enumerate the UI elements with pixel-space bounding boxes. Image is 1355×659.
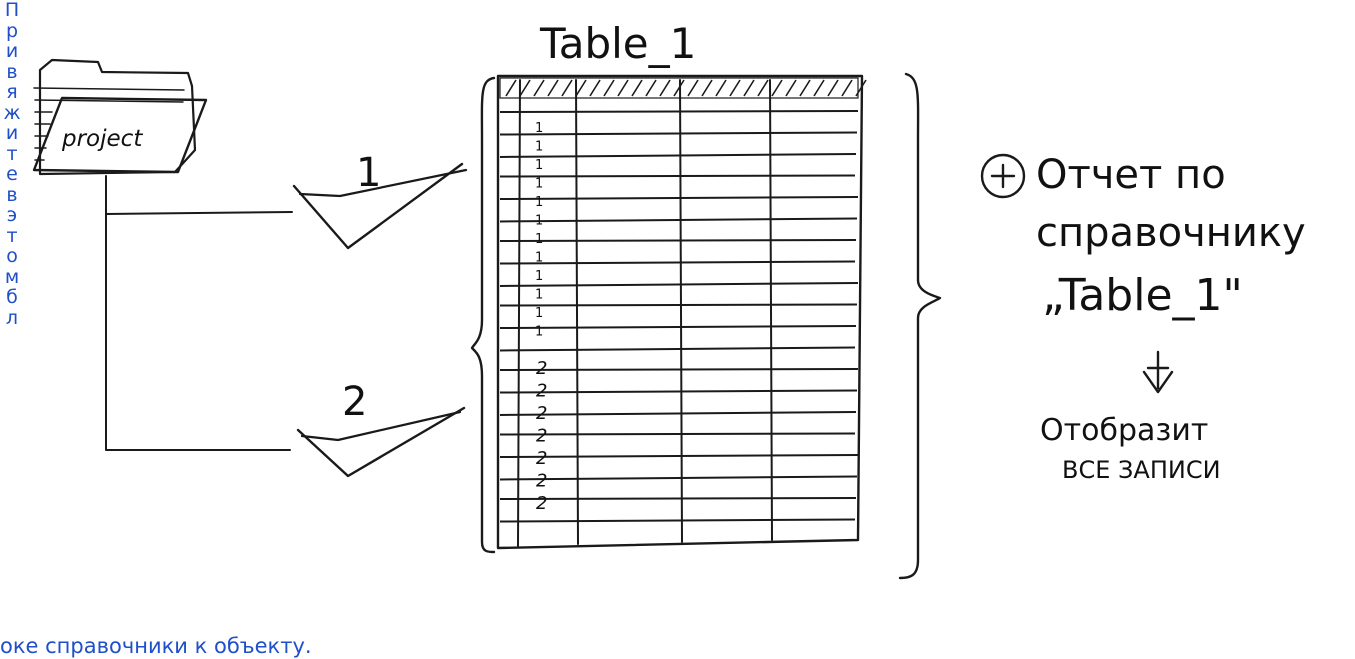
hatch-stroke [814,80,824,96]
row-mark-1: 1 [535,140,543,155]
row-mark-2: 2 [536,358,547,379]
hatch-stroke [758,80,768,96]
table-row-line [500,305,857,306]
row-mark-1: 1 [535,325,543,340]
result-line: ВСЕ ЗАПИСИ [1062,456,1221,484]
table-row-line [500,219,857,222]
hatch-stroke [744,80,754,96]
arrow-2: 2 [298,379,464,476]
table-header-hatch [506,80,866,96]
row-mark-2: 2 [536,448,547,469]
folder-label: project [61,126,143,152]
hatch-stroke [632,80,642,96]
row-mark-1: 1 [535,177,543,192]
left-group-brace [472,78,494,552]
row-mark-2: 2 [536,403,547,424]
hatch-stroke [688,80,698,96]
table-row-line [500,391,857,393]
table-row-line [500,133,857,135]
arrow-2-label: 2 [342,379,367,425]
hatch-stroke [576,80,586,96]
table-row-line [500,240,856,241]
row-mark-1: 1 [535,121,543,136]
hatch-stroke [506,80,516,96]
row-mark-2: 2 [536,471,547,492]
hatch-stroke [702,80,712,96]
table-row-line [500,412,856,415]
row-mark-1: 1 [535,214,543,229]
table-row-line [500,434,855,435]
note-line: Отчет по [1036,152,1226,198]
table-row-line [500,283,858,286]
row-mark-1: 1 [535,288,543,303]
folder-vertical-connector [106,176,290,450]
arrow-1-label: 1 [356,150,381,196]
row-mark-2: 2 [536,426,547,447]
table-row-line [500,455,858,457]
table-title: Table_1 [539,19,696,68]
table-row-line [500,176,855,177]
table-row-line [500,111,858,112]
hatch-stroke [828,80,838,96]
hatch-stroke [772,80,782,96]
hatch-stroke [604,80,614,96]
row-mark-1: 1 [535,195,543,210]
row-mark-1: 1 [535,269,543,284]
result-line: Отобразит [1040,413,1208,448]
table-row-line [500,348,855,351]
note-line: справочнику [1036,210,1306,256]
hatch-stroke [562,80,572,96]
project-folder-icon: project [34,60,206,174]
table-row-line [500,498,856,499]
hatch-stroke [646,80,656,96]
right-table-brace [900,74,940,578]
hatch-stroke [590,80,600,96]
row-mark-1: 1 [535,251,543,266]
hatch-stroke [618,80,628,96]
hatch-stroke [800,80,810,96]
table-row-line [500,369,858,370]
hatch-stroke [730,80,740,96]
hatch-stroke [786,80,796,96]
report-note: Отчет по справочнику „Table_1" [1036,152,1306,321]
down-arrow-icon [1144,352,1172,392]
hatch-stroke [660,80,670,96]
hatch-stroke [842,80,852,96]
table-row-line [500,520,855,522]
hatch-stroke [520,80,530,96]
plus-circle-icon [982,155,1024,197]
table-row-line [500,477,857,480]
row-mark-1: 1 [535,232,543,247]
hatch-stroke [716,80,726,96]
row-mark-2: 2 [536,381,547,402]
table-row-line [500,154,856,157]
table-row-line [500,262,855,264]
row-mark-1: 1 [535,306,543,321]
note-line: „Table_1" [1042,270,1243,321]
arrow-1: 1 [294,150,466,248]
hatch-stroke [548,80,558,96]
table-row-line [500,197,858,199]
row-mark-1: 1 [535,158,543,173]
row-mark-2: 2 [536,493,547,514]
hatch-stroke [674,80,684,96]
hatch-stroke [534,80,544,96]
table-row-line [500,326,856,328]
folder-connector-1 [106,212,292,214]
